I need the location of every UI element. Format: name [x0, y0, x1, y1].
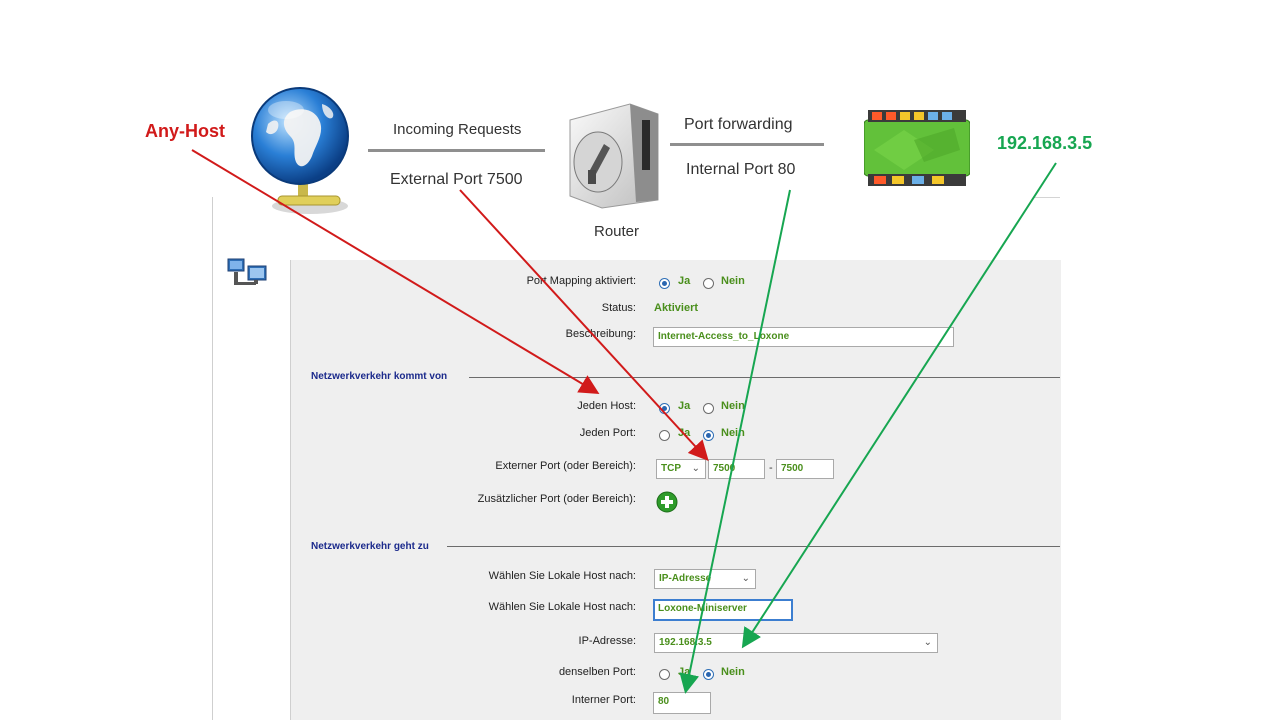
- port-range-separator: -: [769, 462, 773, 474]
- local-host-mode-label: Wählen Sie Lokale Host nach:: [488, 570, 636, 582]
- local-host-mode-select[interactable]: IP-Adresse ⌄: [654, 569, 756, 589]
- external-port-field-label: Externer Port (oder Bereich):: [495, 460, 636, 472]
- section-traffic-from-divider: [469, 377, 1060, 378]
- protocol-select[interactable]: TCP ⌄: [656, 459, 706, 479]
- same-port-label: denselben Port:: [558, 666, 636, 678]
- router-icon: [562, 100, 662, 210]
- same-port-yes-label: Ja: [678, 666, 691, 678]
- section-traffic-from-title: Netzwerkverkehr kommt von: [311, 371, 448, 382]
- description-input[interactable]: Internet-Access_to_Loxone: [653, 327, 954, 347]
- miniserver-board-icon: [863, 110, 971, 186]
- network-computers-icon: [226, 256, 270, 290]
- same-port-no-label: Nein: [721, 666, 745, 678]
- any-port-yes-radio[interactable]: [659, 430, 670, 441]
- internal-port-label: Internal Port 80: [686, 161, 796, 178]
- any-host-yes-radio[interactable]: [659, 403, 670, 414]
- local-host-name-label: Wählen Sie Lokale Host nach:: [488, 601, 636, 613]
- external-port-label: External Port 7500: [390, 171, 523, 188]
- any-port-no-label: Nein: [721, 427, 745, 439]
- any-host-label: Jeden Host:: [577, 400, 636, 412]
- status-label: Status:: [601, 302, 636, 314]
- router-label: Router: [594, 223, 640, 240]
- section-traffic-to-divider: [447, 546, 1060, 547]
- external-port-from-input[interactable]: 7500: [708, 459, 765, 479]
- same-port-yes-radio[interactable]: [659, 669, 670, 680]
- protocol-select-value: TCP: [661, 463, 681, 474]
- local-host-name-input[interactable]: Loxone-Miniserver: [653, 599, 793, 621]
- chevron-down-icon: ⌄: [691, 463, 700, 474]
- globe-network-icon: [250, 84, 350, 218]
- any-host-no-radio[interactable]: [703, 403, 714, 414]
- any-port-label: Jeden Port:: [579, 427, 636, 439]
- external-port-to-input[interactable]: 7500: [776, 459, 834, 479]
- any-port-no-radio[interactable]: [703, 430, 714, 441]
- ip-annotation: 192.168.3.5: [997, 133, 1093, 153]
- any-port-yes-label: Ja: [678, 427, 691, 439]
- ip-address-label: IP-Adresse:: [578, 635, 636, 647]
- any-host-yes-label: Ja: [678, 400, 691, 412]
- ip-address-value: 192.168.3.5: [659, 637, 712, 648]
- ip-address-select[interactable]: 192.168.3.5 ⌄: [654, 633, 938, 653]
- local-host-mode-value: IP-Adresse: [659, 573, 712, 584]
- internal-port-field-label: Interner Port:: [571, 694, 636, 706]
- port-mapping-no-label: Nein: [721, 275, 745, 287]
- port-mapping-label: Port Mapping aktiviert:: [526, 275, 636, 287]
- chevron-down-icon: ⌄: [741, 573, 750, 584]
- diagram-divider-left: [368, 149, 545, 152]
- incoming-requests-label: Incoming Requests: [393, 121, 522, 138]
- port-mapping-yes-radio[interactable]: [659, 278, 670, 289]
- chevron-down-icon: ⌄: [923, 637, 932, 648]
- additional-port-label: Zusätzlicher Port (oder Bereich):: [477, 493, 636, 505]
- panel-header-strip: [1033, 197, 1060, 261]
- section-traffic-to-title: Netzwerkverkehr geht zu: [311, 541, 429, 552]
- description-label: Beschreibung:: [565, 328, 636, 340]
- diagram-divider-right: [670, 143, 824, 146]
- status-value: Aktiviert: [654, 302, 699, 314]
- any-host-no-label: Nein: [721, 400, 745, 412]
- port-forwarding-label: Port forwarding: [684, 116, 793, 133]
- port-mapping-no-radio[interactable]: [703, 278, 714, 289]
- same-port-no-radio[interactable]: [703, 669, 714, 680]
- internal-port-input[interactable]: 80: [653, 692, 711, 714]
- port-mapping-yes-label: Ja: [678, 275, 691, 287]
- add-plus-icon[interactable]: [656, 491, 678, 513]
- any-host-annotation: Any-Host: [145, 121, 225, 141]
